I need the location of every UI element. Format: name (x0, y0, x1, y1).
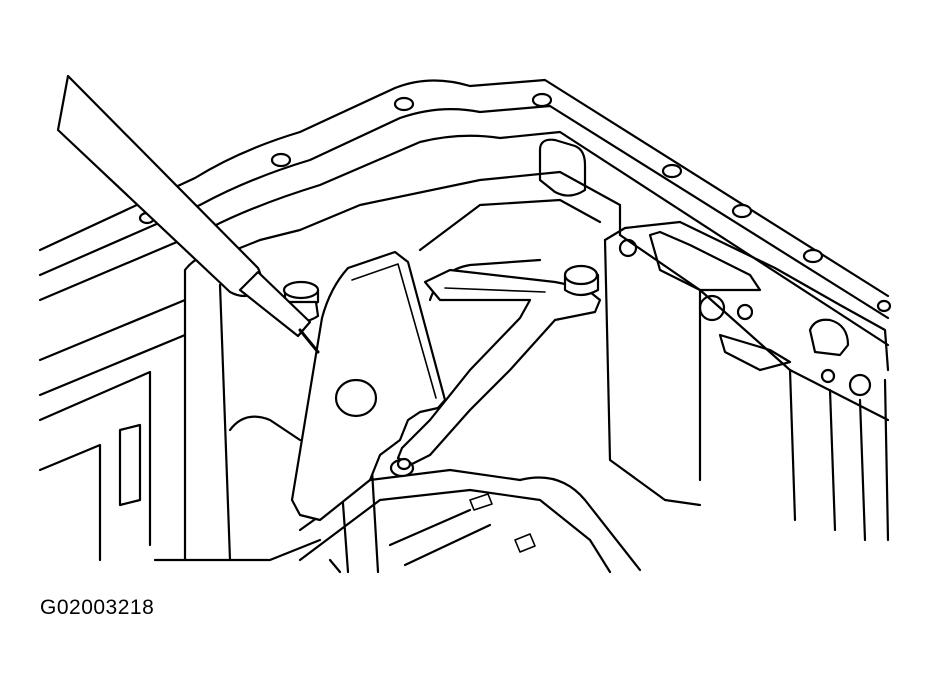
boss-hole (848, 373, 872, 397)
figure-id-label: G02003218 (40, 596, 155, 619)
right-boss-structure (603, 220, 890, 542)
tool-shaft (56, 74, 320, 354)
boss-hole (618, 238, 638, 258)
bolt-hole (876, 299, 892, 313)
oil-pan-flange (38, 78, 890, 347)
bolt-hole (393, 96, 415, 112)
bolt-hole (531, 92, 553, 108)
bolt-small (389, 457, 415, 478)
bolt-hole (270, 152, 292, 168)
bolt-hole (731, 203, 753, 219)
bolt-right (563, 264, 600, 297)
boss-hole (820, 368, 836, 384)
bolt-hole (661, 163, 683, 179)
bolt-hole (802, 248, 824, 264)
baffle-plate-hole (334, 378, 378, 418)
boss-hole (736, 303, 754, 321)
baffle-plate (290, 250, 447, 522)
oil-pan-inner-walls (38, 138, 622, 562)
